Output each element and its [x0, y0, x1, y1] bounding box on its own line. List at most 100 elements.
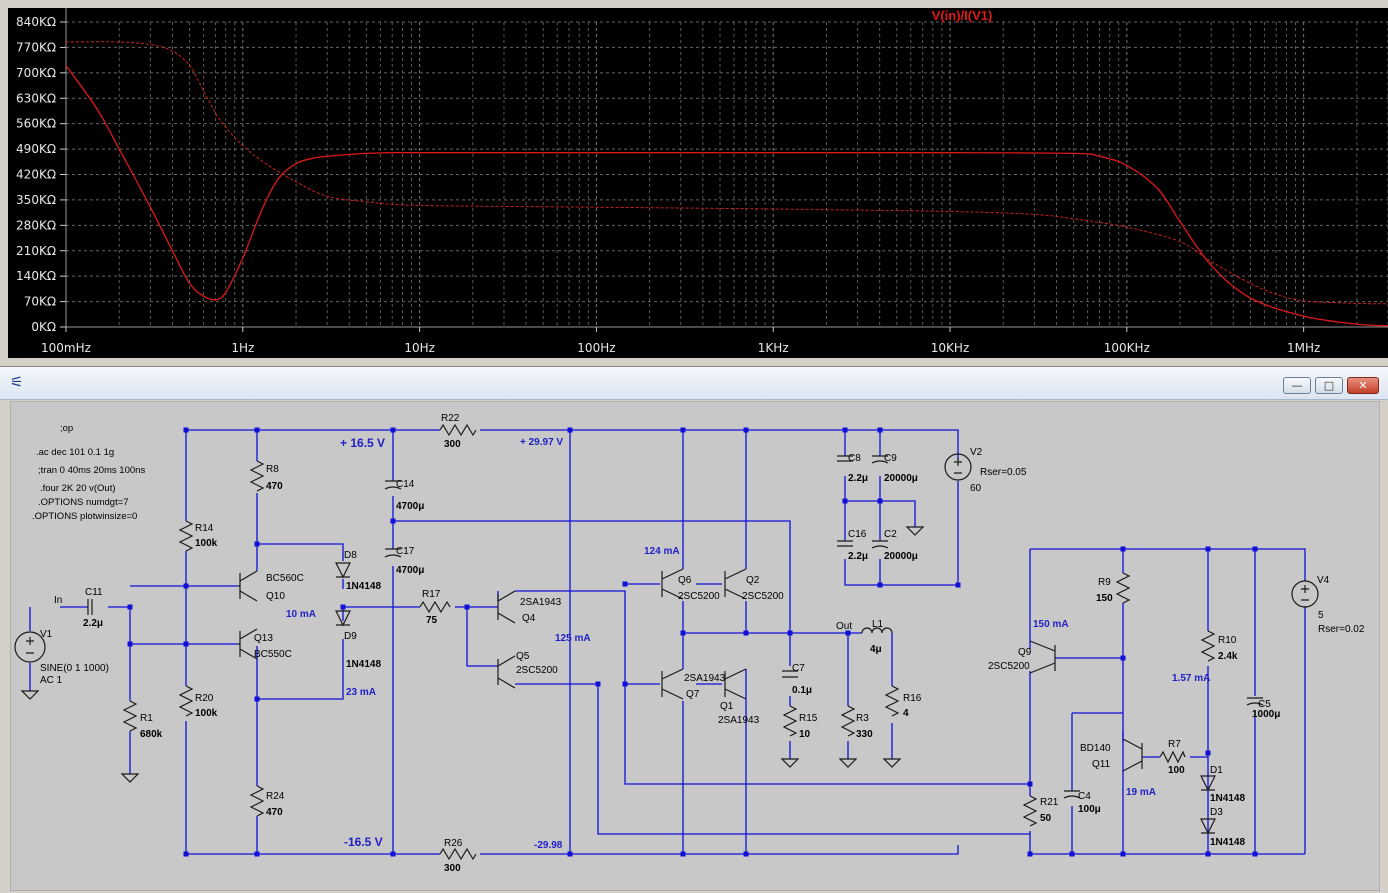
- v2-value[interactable]: 60: [970, 483, 982, 494]
- c2-ref[interactable]: C2: [884, 529, 897, 540]
- close-button[interactable]: ✕: [1347, 377, 1379, 394]
- r24-ref[interactable]: R24: [266, 791, 285, 802]
- v4-rser[interactable]: Rser=0.02: [1318, 624, 1365, 635]
- d8-ref[interactable]: D8: [344, 550, 357, 561]
- r20-ref[interactable]: R20: [195, 693, 214, 704]
- directive-ac[interactable]: .ac dec 101 0.1 1g: [36, 447, 114, 458]
- r17-value[interactable]: 75: [426, 615, 438, 626]
- r17-ref[interactable]: R17: [422, 589, 441, 600]
- r8-value[interactable]: 470: [266, 481, 283, 492]
- q1-model[interactable]: 2SA1943: [718, 715, 760, 726]
- legend-series-1[interactable]: V(in)/I(V1): [932, 8, 993, 23]
- c4-value[interactable]: 100μ: [1078, 804, 1101, 815]
- q5-ref[interactable]: Q5: [516, 651, 530, 662]
- q6-model[interactable]: 2SC5200: [678, 591, 720, 602]
- c7-value[interactable]: 0.1μ: [792, 685, 812, 696]
- d9-value[interactable]: 1N4148: [346, 659, 381, 670]
- q13-ref[interactable]: Q13: [254, 633, 273, 644]
- d3-value[interactable]: 1N4148: [1210, 837, 1245, 848]
- r1-ref[interactable]: R1: [140, 713, 153, 724]
- r26-ref[interactable]: R26: [444, 838, 463, 849]
- r22-ref[interactable]: R22: [441, 413, 460, 424]
- r8-ref[interactable]: R8: [266, 464, 279, 475]
- v2-rser[interactable]: Rser=0.05: [980, 467, 1027, 478]
- r7-value[interactable]: 100: [1168, 765, 1185, 776]
- r9-ref[interactable]: R9: [1098, 577, 1111, 588]
- schematic-title-bar[interactable]: ⚟ — □ ✕: [0, 367, 1388, 400]
- trace-series-1[interactable]: [65, 65, 1388, 327]
- d3-ref[interactable]: D3: [1210, 807, 1223, 818]
- r10-value[interactable]: 2.4k: [1218, 651, 1238, 662]
- c2-value[interactable]: 20000μ: [884, 551, 918, 562]
- q11-model[interactable]: BD140: [1080, 743, 1111, 754]
- q4-ref[interactable]: Q4: [522, 613, 536, 624]
- c11-ref[interactable]: C11: [85, 587, 103, 598]
- q7-ref[interactable]: Q7: [686, 689, 700, 700]
- plot-pane[interactable]: 840KΩ770KΩ700KΩ630KΩ560KΩ490KΩ420KΩ350KΩ…: [0, 0, 1388, 362]
- r14-value[interactable]: 100k: [195, 538, 218, 549]
- c7-ref[interactable]: C7: [792, 663, 805, 674]
- v1-ac[interactable]: AC 1: [40, 675, 63, 686]
- q4-model[interactable]: 2SA1943: [520, 597, 562, 608]
- schematic-canvas[interactable]: ;op .ac dec 101 0.1 1g ;tran 0 40ms 20ms…: [10, 401, 1380, 891]
- c17-value[interactable]: 4700μ: [396, 565, 424, 576]
- c8-value[interactable]: 2.2μ: [848, 473, 868, 484]
- c11-value[interactable]: 2.2μ: [83, 618, 103, 629]
- d1-ref[interactable]: D1: [1210, 765, 1223, 776]
- r3-value[interactable]: 330: [856, 729, 873, 740]
- d9-ref[interactable]: D9: [344, 631, 357, 642]
- q1-ref[interactable]: Q1: [720, 701, 734, 712]
- v4-ref[interactable]: V4: [1317, 575, 1330, 586]
- l1-value[interactable]: 4μ: [870, 644, 882, 655]
- trace-series-2[interactable]: [65, 41, 1388, 305]
- r16-value[interactable]: 4: [903, 708, 909, 719]
- c9-value[interactable]: 20000μ: [884, 473, 918, 484]
- q11-ref[interactable]: Q11: [1092, 759, 1111, 770]
- c16-ref[interactable]: C16: [848, 529, 867, 540]
- r22-value[interactable]: 300: [444, 439, 461, 450]
- r14-ref[interactable]: R14: [195, 523, 214, 534]
- r20-value[interactable]: 100k: [195, 708, 218, 719]
- r3-ref[interactable]: R3: [856, 713, 869, 724]
- q13-model[interactable]: BC550C: [254, 649, 292, 660]
- minimize-button[interactable]: —: [1283, 377, 1311, 394]
- l1-ref[interactable]: L1: [872, 619, 884, 630]
- v1-value[interactable]: SINE(0 1 1000): [40, 663, 109, 674]
- c4-ref[interactable]: C4: [1078, 791, 1091, 802]
- d1-value[interactable]: 1N4148: [1210, 793, 1245, 804]
- c17-ref[interactable]: C17: [396, 546, 415, 557]
- v2-ref[interactable]: V2: [970, 447, 983, 458]
- maximize-button[interactable]: □: [1315, 377, 1343, 394]
- r10-ref[interactable]: R10: [1218, 635, 1237, 646]
- r7-ref[interactable]: R7: [1168, 739, 1181, 750]
- q7-model[interactable]: 2SA1943: [684, 673, 726, 684]
- directive-four[interactable]: .four 2K 20 v(Out): [40, 483, 116, 494]
- r16-ref[interactable]: R16: [903, 693, 922, 704]
- q2-ref[interactable]: Q2: [746, 575, 760, 586]
- r21-value[interactable]: 50: [1040, 813, 1052, 824]
- r26-value[interactable]: 300: [444, 863, 461, 874]
- d8-value[interactable]: 1N4148: [346, 581, 381, 592]
- v1-ref[interactable]: V1: [40, 629, 53, 640]
- net-out[interactable]: Out: [836, 621, 852, 632]
- c14-value[interactable]: 4700μ: [396, 501, 424, 512]
- v4-value[interactable]: 5: [1318, 610, 1324, 621]
- c5-ref[interactable]: C5: [1258, 699, 1271, 710]
- q9-ref[interactable]: Q9: [1018, 647, 1032, 658]
- q5-model[interactable]: 2SC5200: [516, 665, 558, 676]
- q10-model[interactable]: BC560C: [266, 573, 304, 584]
- net-in[interactable]: In: [54, 595, 62, 606]
- directive-op[interactable]: ;op: [60, 423, 73, 434]
- r21-ref[interactable]: R21: [1040, 797, 1059, 808]
- r9-value[interactable]: 150: [1096, 593, 1113, 604]
- c8-ref[interactable]: C8: [848, 453, 861, 464]
- r15-ref[interactable]: R15: [799, 713, 818, 724]
- c9-ref[interactable]: C9: [884, 453, 897, 464]
- r15-value[interactable]: 10: [799, 729, 811, 740]
- c16-value[interactable]: 2.2μ: [848, 551, 868, 562]
- c5-value[interactable]: 1000μ: [1252, 709, 1280, 720]
- r24-value[interactable]: 470: [266, 807, 283, 818]
- r1-value[interactable]: 680k: [140, 729, 163, 740]
- directive-numdgt[interactable]: .OPTIONS numdgt=7: [38, 497, 129, 508]
- q9-model[interactable]: 2SC5200: [988, 661, 1030, 672]
